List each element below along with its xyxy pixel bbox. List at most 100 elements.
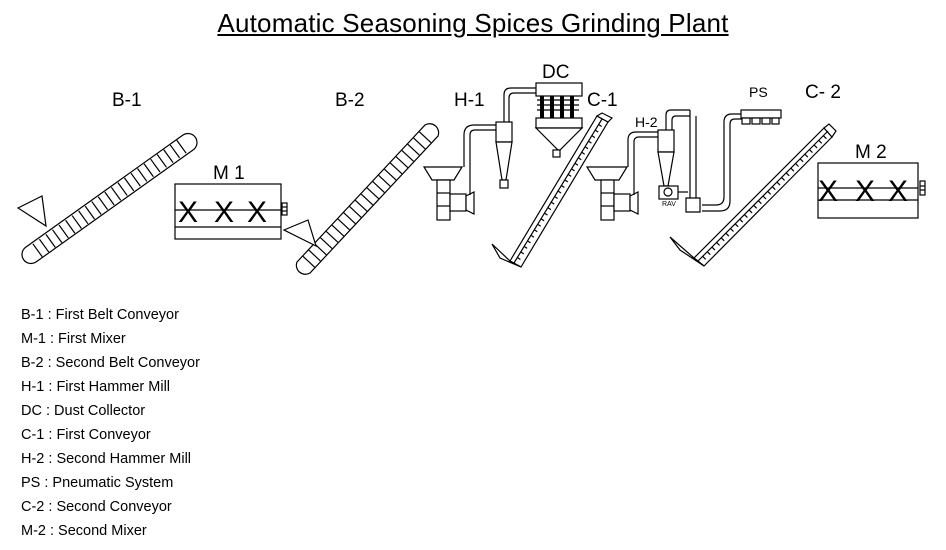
label-h1: H-1 — [454, 90, 485, 111]
legend-item-m2: M-2 : Second Mixer — [21, 523, 147, 539]
belt-slat — [349, 206, 362, 218]
belt-slat — [58, 224, 69, 239]
belt-slat — [320, 237, 333, 249]
legend-item-h1: H-1 : First Hammer Mill — [21, 379, 171, 395]
m2-mark-3: X — [888, 175, 908, 208]
belt-slat — [413, 137, 426, 150]
belt-slat — [343, 212, 356, 225]
belt-slat — [156, 153, 167, 168]
legend-item-c1: C-1 : First Conveyor — [21, 427, 151, 443]
screw-flight — [757, 200, 762, 205]
cyclone-h1-icon — [495, 87, 538, 189]
rotary-airlock-valve-icon — [658, 185, 701, 213]
screw-flight — [739, 218, 744, 223]
belt-slat — [143, 163, 154, 178]
belt-slat — [97, 196, 109, 211]
belt-slat — [401, 150, 414, 162]
screw-flight — [711, 246, 716, 251]
screw-flight — [564, 179, 569, 183]
screw-flight — [540, 218, 545, 222]
label-ps: PS — [749, 84, 768, 100]
screw-flight — [537, 223, 542, 227]
screw-flight — [567, 173, 572, 177]
screw-flight — [725, 232, 730, 237]
belt-slat — [137, 168, 148, 182]
screw-flight — [706, 251, 711, 256]
belt-slat — [71, 215, 82, 229]
screw-flight — [574, 162, 579, 166]
screw-flight — [523, 245, 528, 249]
screw-flight — [734, 223, 739, 228]
screw-flight — [598, 124, 602, 128]
belt-slat — [52, 229, 63, 244]
belt-slat — [130, 172, 141, 187]
belt-conveyor-b2-icon — [282, 123, 440, 275]
screw-flight — [533, 229, 538, 233]
label-h2: H-2 — [635, 114, 658, 130]
screw-flight — [527, 240, 531, 244]
legend-item-b2: B-2 : Second Belt Conveyor — [21, 355, 200, 371]
legend-item-dc: DC : Dust Collector — [21, 403, 146, 419]
belt-slat — [117, 182, 128, 196]
belt-slat — [176, 139, 187, 154]
screw-flight — [702, 255, 707, 260]
belt-slat — [78, 210, 89, 225]
screw-flight — [744, 214, 748, 218]
screw-flight — [520, 251, 525, 255]
screw-flight — [813, 144, 818, 149]
belt-slat — [45, 234, 56, 248]
screw-flight — [771, 186, 776, 191]
screw-flight — [822, 135, 827, 140]
screw-conveyor-c1-icon — [491, 112, 614, 268]
diagram-title: Automatic Seasoning Spices Grinding Plan… — [217, 8, 729, 38]
screw-flight — [809, 149, 813, 153]
m1-mark-1: X — [178, 196, 198, 229]
label-c2: C- 2 — [805, 82, 841, 103]
screw-flight — [776, 181, 781, 186]
screw-flight — [554, 196, 558, 200]
label-c1: C-1 — [587, 90, 618, 111]
belt-slat — [38, 238, 50, 253]
belt-slat — [169, 144, 181, 159]
belt-slat — [366, 187, 380, 200]
m1-mark-3: X — [247, 196, 267, 229]
m2-mark-2: X — [855, 175, 875, 208]
screw-flight — [544, 212, 548, 216]
legend-item-c2: C-2 : Second Conveyor — [21, 499, 172, 515]
belt-slat — [302, 255, 316, 268]
screw-flight — [716, 242, 720, 246]
belt-slat — [418, 131, 432, 144]
screw-flight — [557, 190, 562, 194]
screw-flight — [799, 158, 804, 163]
belt-slat — [360, 193, 374, 206]
screw-flight — [591, 135, 596, 139]
belt-conveyor-b1-icon — [16, 132, 198, 265]
dust-collector-dc-icon — [534, 82, 584, 158]
belt-slat — [32, 243, 43, 258]
label-dc: DC — [542, 62, 569, 83]
screw-flight — [581, 151, 586, 155]
screw-flight — [767, 190, 772, 195]
mixer-m2-icon — [817, 162, 926, 219]
belt-slat — [372, 181, 385, 193]
belt-slat — [331, 224, 345, 237]
process-flow-diagram: B-1 M 1 X X X B-2 H-1 — [16, 62, 926, 275]
label-b1: B-1 — [112, 90, 142, 111]
screw-flight — [730, 228, 734, 232]
m1-mark-2: X — [214, 196, 234, 229]
screw-flight — [577, 157, 582, 161]
legend-item-ps: PS : Pneumatic System — [21, 475, 174, 491]
m2-mark-1: X — [818, 175, 838, 208]
screw-flight — [594, 129, 599, 133]
screw-flight — [762, 195, 767, 200]
legend-item-m1: M-1 : First Mixer — [21, 331, 126, 347]
belt-slat — [378, 174, 391, 187]
hammer-mill-h2-icon — [585, 131, 658, 221]
screw-flight — [517, 256, 521, 260]
screw-flight — [561, 184, 565, 188]
screw-flight — [795, 163, 799, 167]
pneumatic-system-ps-icon — [702, 109, 782, 212]
belt-slat — [91, 201, 102, 215]
belt-slat — [163, 149, 174, 163]
belt-slat — [123, 177, 135, 192]
